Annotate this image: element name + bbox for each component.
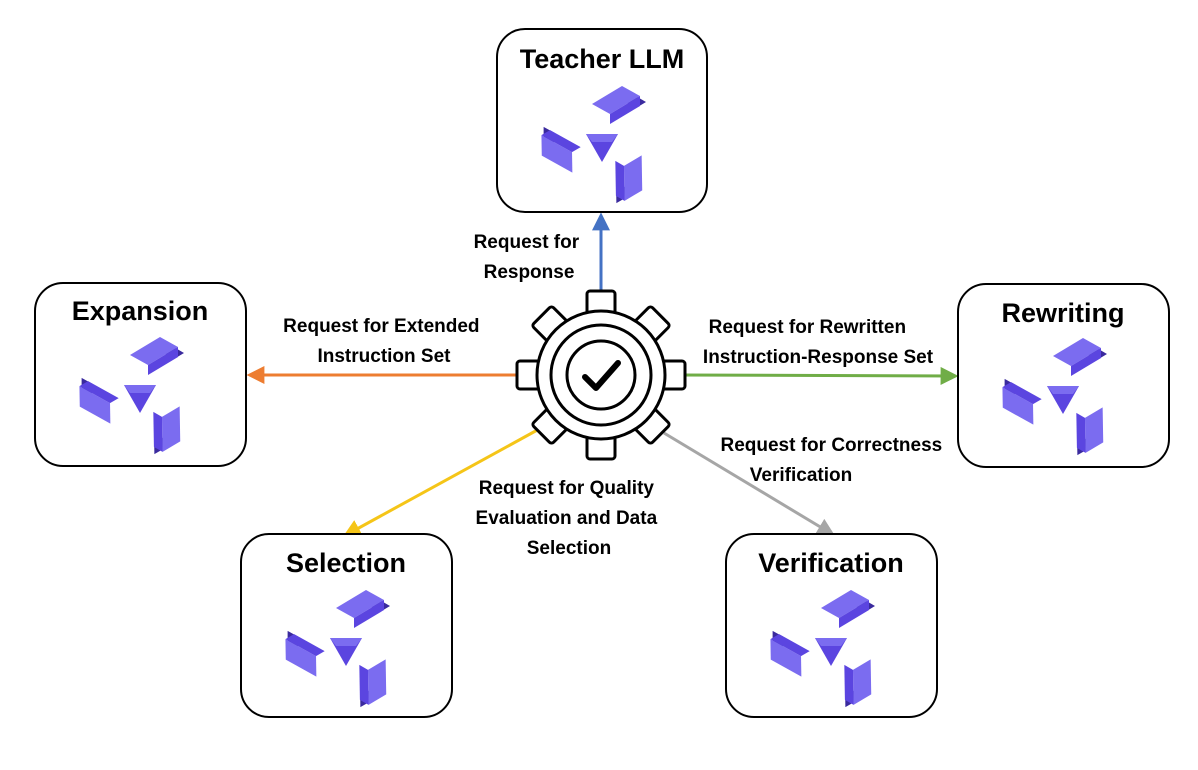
edge-rewritten-label: Request for Rewritten Instruction-Respon…: [703, 317, 934, 368]
edge-correctness-label: Request for Correctness Verification: [720, 435, 947, 486]
node-verification: Verification: [725, 533, 938, 718]
edge-rewritten-arrow: [679, 366, 959, 385]
edge-extended-label: Request for Extended Instruction Set: [283, 316, 485, 367]
edge-quality-label: Request for Quality Evaluation and Data …: [476, 478, 663, 559]
node-expansion: Expansion: [34, 282, 247, 467]
node-expansion-title: Expansion: [72, 296, 209, 326]
node-rewriting: Rewriting: [957, 283, 1170, 468]
gear-check-icon: [515, 289, 687, 461]
node-rewriting-title: Rewriting: [1001, 298, 1124, 328]
node-selection-title: Selection: [286, 548, 406, 578]
node-verification-title: Verification: [758, 548, 904, 578]
node-teacher-llm-title: Teacher LLM: [520, 44, 685, 74]
edge-quality-arrow: [342, 426, 542, 537]
node-teacher-llm: Teacher LLM: [496, 28, 708, 213]
edge-response-label: Request for Response: [474, 232, 585, 283]
edge-correctness-arrow: [663, 431, 836, 536]
node-selection: Selection: [240, 533, 453, 718]
